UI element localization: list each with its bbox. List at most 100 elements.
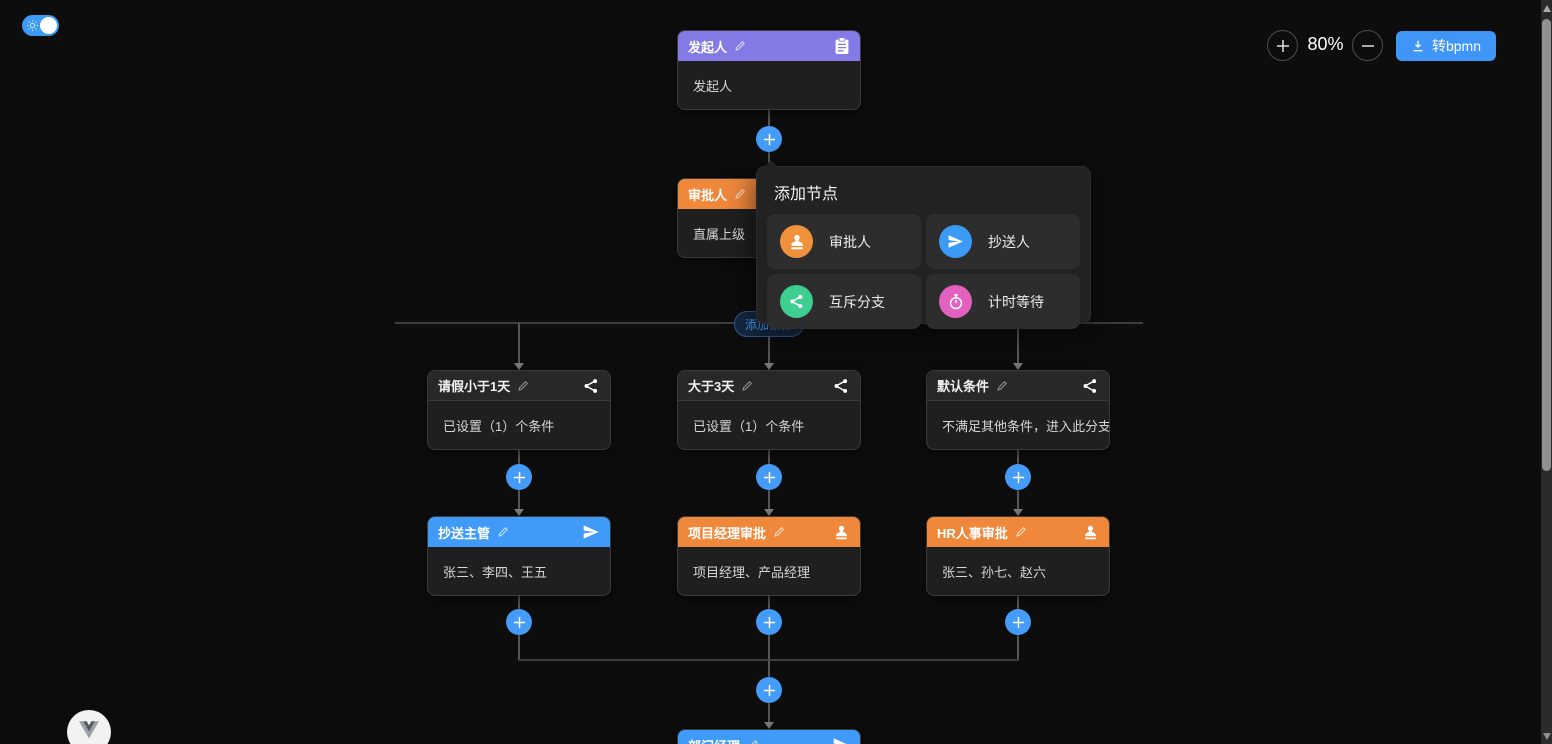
scrollbar-track[interactable] — [1541, 0, 1552, 744]
node-condition-1[interactable]: 请假小于1天 已设置（1）个条件 — [427, 370, 611, 450]
popup-item-approver[interactable]: 审批人 — [767, 214, 921, 269]
convert-bpmn-button[interactable]: 转bpmn — [1396, 31, 1496, 61]
send-icon — [832, 736, 850, 744]
connector-line — [1017, 596, 1019, 609]
scrollbar-up-arrow[interactable] — [1543, 5, 1551, 12]
sun-icon — [26, 19, 39, 32]
node-title: 发起人 — [688, 39, 728, 55]
add-node-button[interactable] — [756, 677, 782, 703]
node-title: 项目经理审批 — [688, 525, 767, 541]
connector-line — [1017, 490, 1019, 509]
connector-line — [518, 323, 520, 363]
connector-arrow — [514, 509, 524, 516]
edit-icon[interactable] — [734, 188, 746, 200]
timer-icon — [939, 285, 972, 318]
connector-arrow — [764, 363, 774, 370]
popup-item-exclusive-branch[interactable]: 互斥分支 — [767, 274, 921, 329]
node-body-text: 张三、李四、王五 — [443, 564, 548, 580]
add-node-button[interactable] — [756, 126, 782, 152]
download-icon — [1413, 40, 1423, 52]
connector-arrow — [514, 363, 524, 370]
edit-icon[interactable] — [517, 380, 529, 392]
node-body-text: 张三、孙七、赵六 — [942, 564, 1047, 580]
send-icon — [582, 523, 600, 541]
connector-line — [768, 450, 770, 464]
edit-icon[interactable] — [773, 526, 785, 538]
edit-icon[interactable] — [734, 40, 746, 52]
node-header: 项目经理审批 — [678, 517, 860, 547]
connector-line — [768, 635, 770, 660]
add-node-button[interactable] — [1005, 464, 1031, 490]
edit-icon[interactable] — [741, 380, 753, 392]
node-condition-default[interactable]: 默认条件 不满足其他条件，进入此分支 — [926, 370, 1110, 450]
connector-line — [768, 490, 770, 509]
connector-line — [768, 110, 770, 127]
node-body-text: 直属上级 — [693, 226, 746, 242]
node-header: 抄送主管 — [428, 517, 610, 547]
node-approver-hr[interactable]: HR人事审批 张三、孙七、赵六 — [926, 516, 1110, 596]
send-icon — [939, 225, 972, 258]
zoom-out-button[interactable] — [1352, 30, 1383, 61]
node-title: HR人事审批 — [937, 525, 1008, 541]
add-node-button[interactable] — [1005, 609, 1031, 635]
connector-line — [518, 635, 520, 660]
branch-icon — [832, 377, 850, 395]
edit-icon[interactable] — [1015, 526, 1027, 538]
node-header: HR人事审批 — [927, 517, 1109, 547]
popup-item-cc[interactable]: 抄送人 — [926, 214, 1080, 269]
add-node-button[interactable] — [756, 609, 782, 635]
add-node-button[interactable] — [756, 464, 782, 490]
convert-bpmn-label: 转bpmn — [1431, 38, 1482, 54]
node-cc-department-manager[interactable]: 部门经理 — [677, 729, 861, 744]
connector-line — [768, 660, 770, 677]
clipboard-icon — [834, 37, 850, 55]
add-node-button[interactable] — [506, 609, 532, 635]
node-title: 抄送主管 — [438, 525, 491, 541]
scrollbar-down-arrow[interactable] — [1543, 733, 1551, 740]
theme-toggle[interactable] — [22, 15, 59, 36]
connector-line — [518, 450, 520, 464]
node-header: 请假小于1天 — [428, 371, 610, 401]
branch-icon — [780, 285, 813, 318]
node-approver-pm[interactable]: 项目经理审批 项目经理、产品经理 — [677, 516, 861, 596]
connector-line — [1017, 323, 1019, 363]
zoom-level-label: 80% — [1307, 34, 1344, 54]
branch-icon — [582, 377, 600, 395]
node-header: 发起人 — [678, 31, 860, 61]
connector-line — [768, 596, 770, 609]
popup-item-label: 抄送人 — [988, 233, 1030, 250]
popup-title: 添加节点 — [774, 186, 839, 203]
node-header: 部门经理 — [678, 730, 860, 744]
connector-arrow — [764, 509, 774, 516]
node-title: 部门经理 — [688, 736, 740, 744]
node-cc-supervisor[interactable]: 抄送主管 张三、李四、王五 — [427, 516, 611, 596]
stamp-icon — [780, 225, 813, 258]
node-body-text: 已设置（1）个条件 — [443, 418, 555, 434]
connector-line — [1017, 635, 1019, 660]
connector-arrow — [1013, 363, 1023, 370]
connector-line — [768, 703, 770, 722]
add-node-button[interactable] — [506, 464, 532, 490]
edit-icon[interactable] — [497, 526, 509, 538]
connector-arrow — [1013, 509, 1023, 516]
node-body-text: 发起人 — [693, 78, 733, 94]
node-body-text: 已设置（1）个条件 — [693, 418, 805, 434]
popup-caret — [764, 160, 778, 167]
vue-devtools-button[interactable] — [67, 710, 111, 744]
zoom-in-button[interactable] — [1267, 30, 1298, 61]
edit-icon[interactable] — [996, 380, 1008, 392]
node-body-text: 项目经理、产品经理 — [693, 564, 811, 580]
connector-line — [1017, 450, 1019, 464]
node-header: 大于3天 — [678, 371, 860, 401]
popup-item-timer-wait[interactable]: 计时等待 — [926, 274, 1080, 329]
node-header: 默认条件 — [927, 371, 1109, 401]
node-initiator[interactable]: 发起人 发起人 — [677, 30, 861, 110]
node-condition-2[interactable]: 大于3天 已设置（1）个条件 — [677, 370, 861, 450]
popup-item-label: 互斥分支 — [829, 293, 885, 310]
vue-logo-icon — [79, 721, 99, 739]
scrollbar-thumb[interactable] — [1542, 19, 1551, 471]
plus-icon — [1276, 39, 1289, 52]
connector-line — [518, 596, 520, 609]
edit-icon[interactable] — [747, 739, 759, 744]
stamp-icon — [1082, 524, 1099, 541]
